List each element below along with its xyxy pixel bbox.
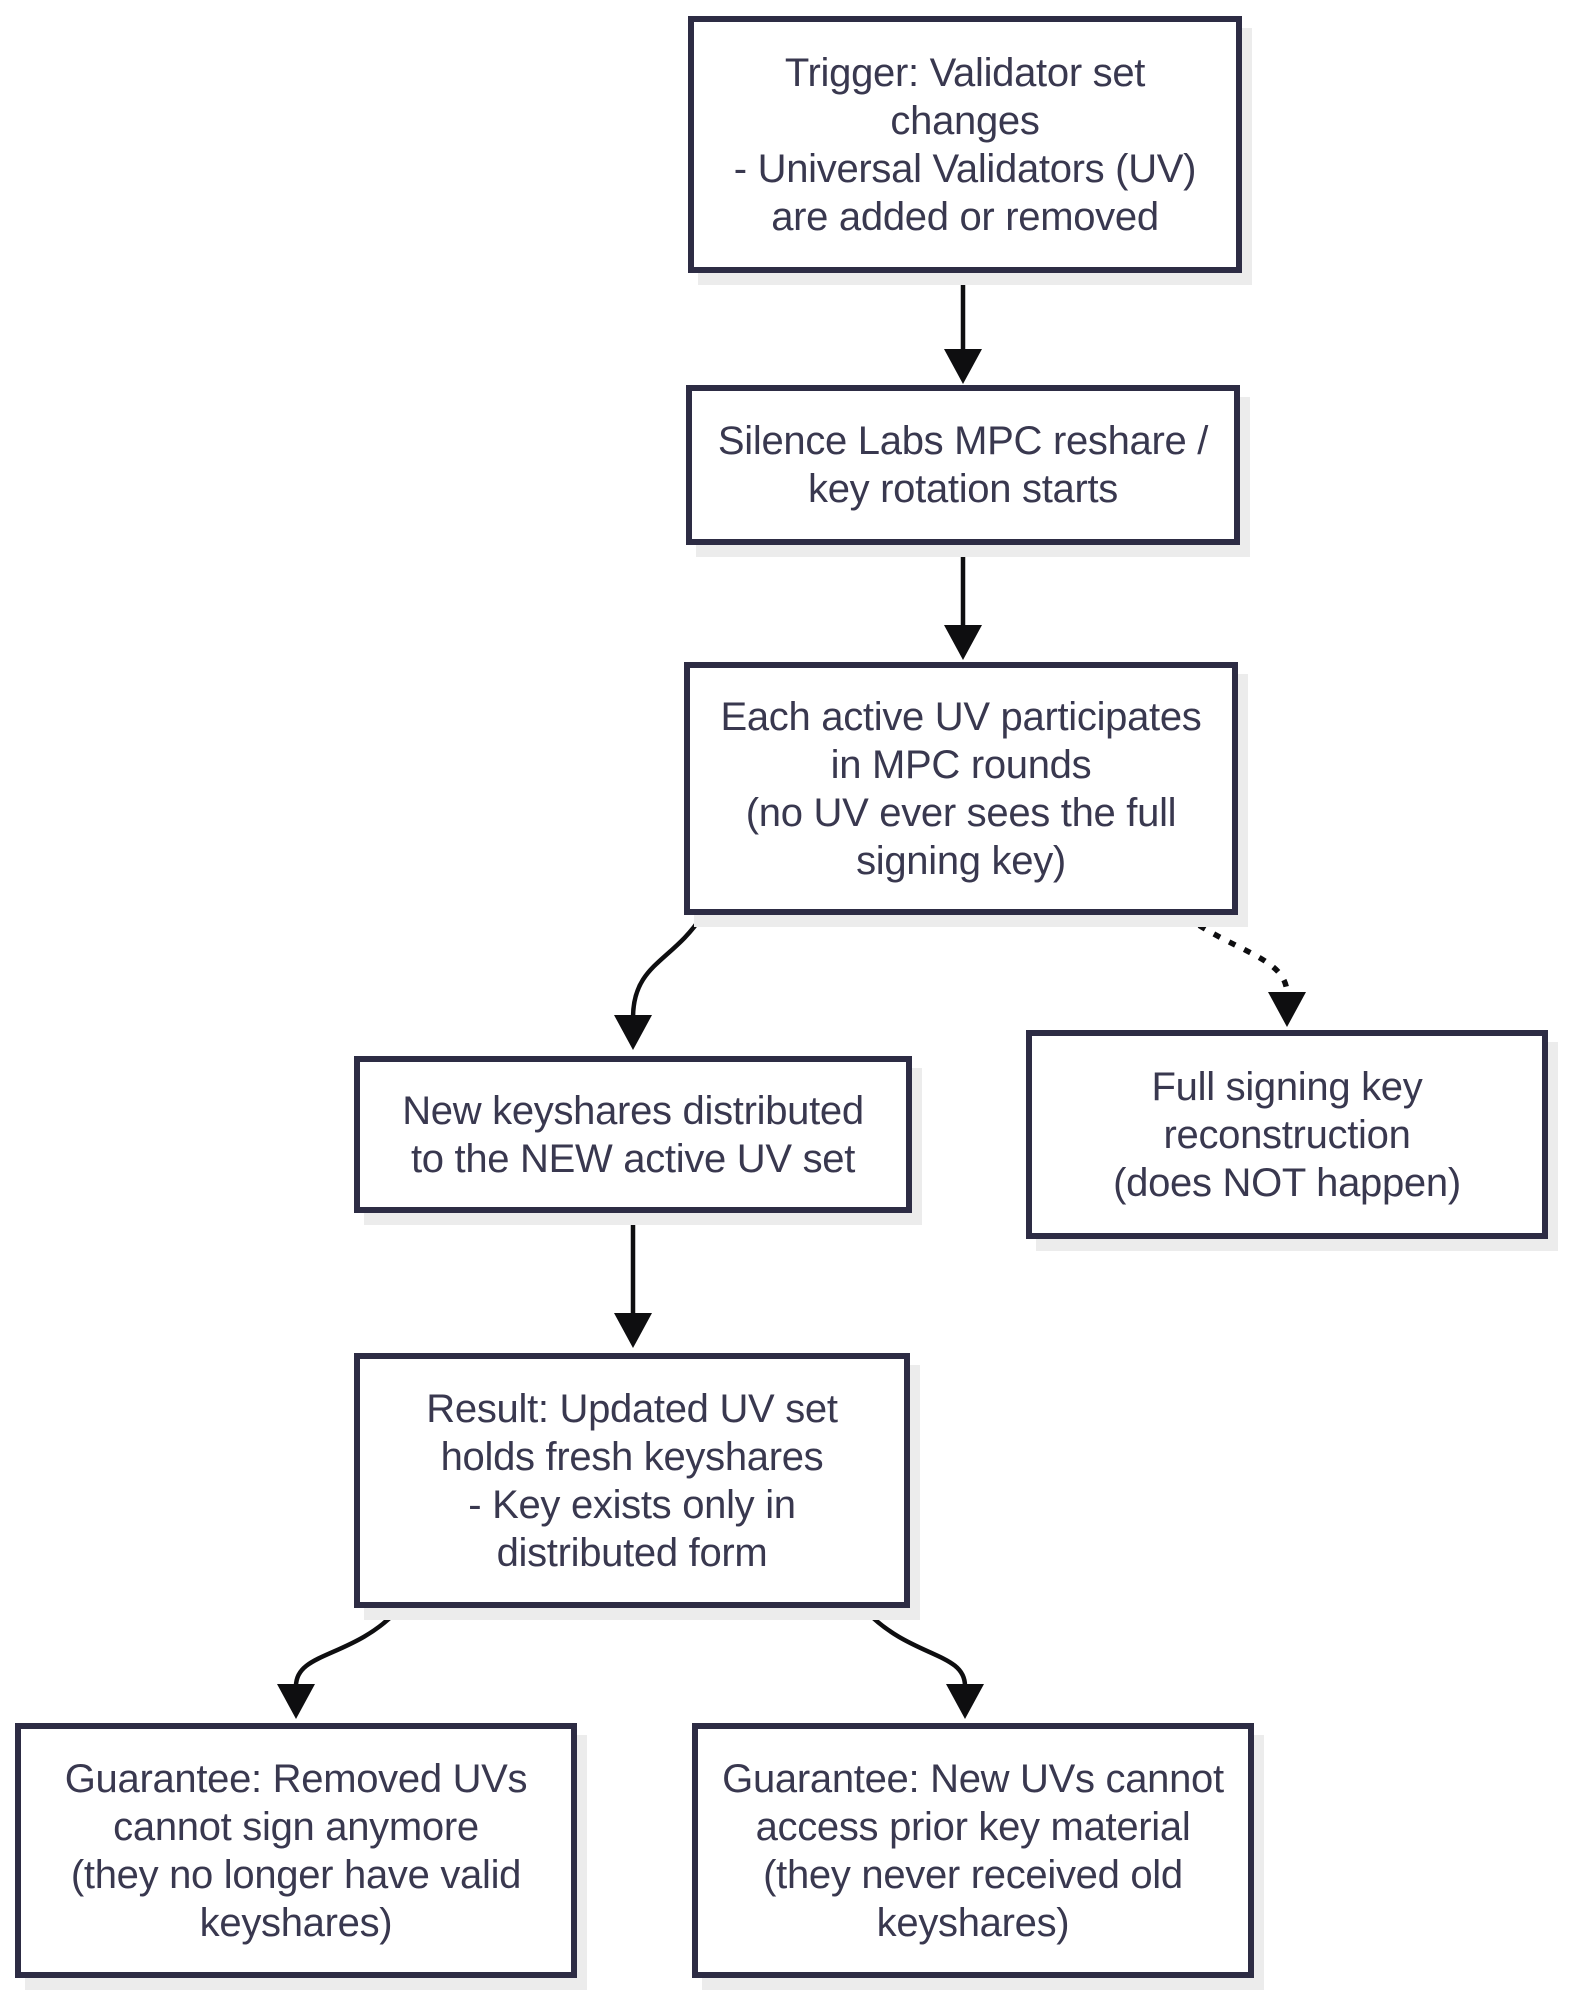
node-text-line: holds fresh keyshares [440,1434,824,1479]
node-text-line: New keyshares distributed [402,1088,864,1133]
node-text-line: Full signing key [1151,1064,1423,1109]
edge-result-to-guarantee-new [864,1609,984,1719]
edge-reshare-to-mpc-rounds [944,551,982,660]
node-mpc-reshare-key-rotation: Silence Labs MPC reshare / key rotation … [686,385,1240,545]
node-text-line: changes [890,98,1040,143]
node-text-line: distributed form [496,1530,768,1575]
node-text-line: - Universal Validators (UV) [733,146,1197,191]
node-text-line: (they no longer have valid [70,1852,522,1897]
node-text-line: cannot sign anymore [113,1804,479,1849]
node-text-line: (no UV ever sees the full [745,790,1177,835]
node-guarantee-new-uvs: Guarantee: New UVs cannot access prior k… [692,1723,1254,1978]
node-text-line: Result: Updated UV set [426,1386,838,1431]
node-text-line: Silence Labs MPC reshare / [717,419,1209,463]
node-text-line: signing key) [856,838,1066,883]
node-text-line: reconstruction [1163,1112,1411,1157]
node-text-line: Guarantee: Removed UVs [64,1756,528,1801]
node-text-line: (does NOT happen) [1113,1160,1461,1205]
node-text-line: key rotation starts [808,467,1118,511]
node-text-line: Guarantee: New UVs cannot [722,1756,1224,1801]
node-text-line: keyshares) [199,1900,393,1945]
node-text-line: - Key exists only in [468,1482,796,1527]
node-new-keyshares-distributed: New keyshares distributed to the NEW act… [354,1056,912,1213]
node-text-line: (they never received old [763,1852,1183,1897]
node-text-line: are added or removed [771,194,1159,239]
node-text-line: keyshares) [876,1900,1070,1945]
node-text-line: Each active UV participates [720,694,1202,739]
edge-new-keyshares-to-result [614,1216,652,1348]
node-text-line: Trigger: Validator set [784,50,1146,95]
edge-mpc-rounds-to-reconstruction [1183,913,1306,1027]
node-result-updated-uv-set: Result: Updated UV set holds fresh keysh… [354,1353,910,1608]
node-trigger-validator-set-changes: Trigger: Validator set changes - Univers… [688,16,1242,273]
edge-trigger-to-reshare [944,279,982,384]
node-guarantee-removed-uvs: Guarantee: Removed UVs cannot sign anymo… [15,1723,577,1978]
edge-result-to-guarantee-removed [277,1609,399,1719]
node-text-line: to the NEW active UV set [410,1136,856,1181]
node-uv-participates-mpc-rounds: Each active UV participates in MPC round… [684,662,1238,915]
edge-mpc-rounds-to-new-keyshares [614,914,704,1050]
node-full-key-reconstruction: Full signing key reconstruction (does NO… [1026,1030,1548,1239]
node-text-line: access prior key material [755,1804,1191,1849]
node-text-line: in MPC rounds [830,742,1092,787]
